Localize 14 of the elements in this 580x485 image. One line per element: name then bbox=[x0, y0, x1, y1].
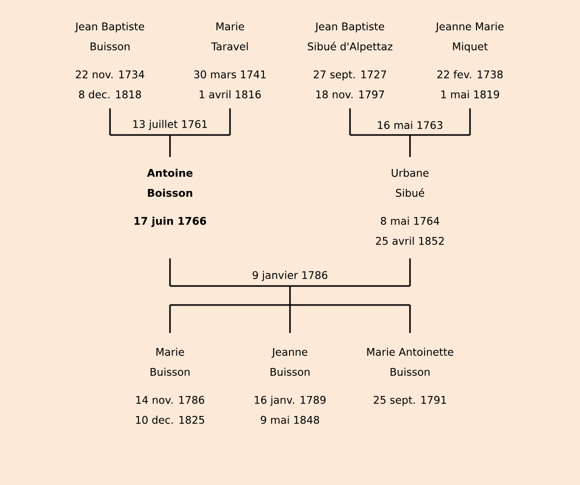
person-entry: Jean Baptiste Sibué d'Alpettaz 27 sept. 1727 18 nov. 1797 bbox=[308, 22, 392, 98]
marriage-date: 9 janvier 1786 bbox=[250, 269, 330, 283]
tree-line bbox=[349, 108, 471, 158]
tree-line bbox=[169, 258, 411, 334]
person-entry: Jeanne Buisson 16 janv. 1789 9 mai 1848 bbox=[254, 348, 326, 424]
person-entry: Jeanne Marie Miquet 22 fev. 1738 1 mai 1819 bbox=[435, 22, 504, 98]
tree-line bbox=[109, 108, 231, 158]
person-entry: Marie Antoinette Buisson 25 sept. 1791 bbox=[367, 348, 454, 406]
person-entry: Marie Buisson 14 nov. 1786 10 dec. 1825 bbox=[136, 348, 204, 424]
person-entry: Jean Baptiste Buisson 22 nov. 1734 8 dec. 1818 bbox=[74, 22, 144, 98]
person-entry: Antoine Boisson 17 juin 1766 bbox=[134, 168, 206, 227]
person-entry: Urbane Sibué 8 mai 1764 25 avril 1852 bbox=[376, 168, 444, 245]
person-entry: Marie Taravel 30 mars 1741 1 avril 1816 bbox=[194, 22, 266, 98]
marriage-date: 13 juillet 1761 bbox=[130, 118, 210, 132]
